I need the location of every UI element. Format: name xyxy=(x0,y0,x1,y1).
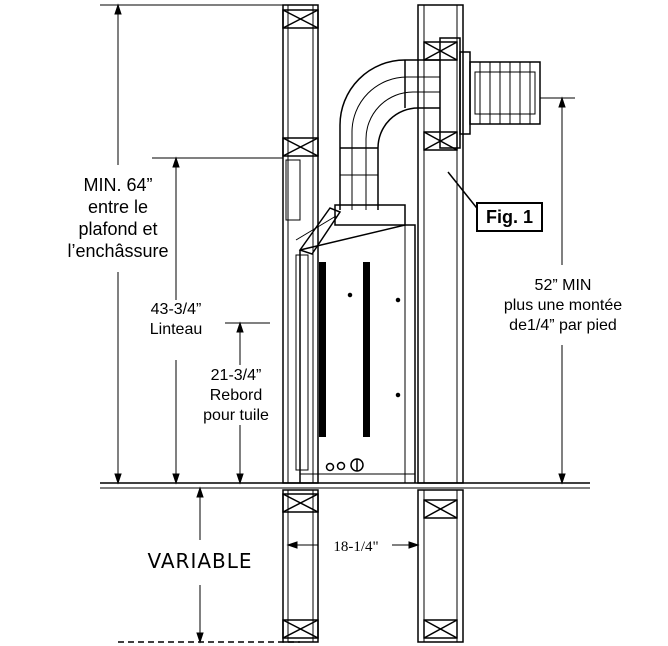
vent-height-line-1: 52” MIN xyxy=(534,277,592,294)
min-clearance-line-2: entre le xyxy=(87,197,149,217)
min-clearance-line-4: l’enchâssure xyxy=(67,241,169,261)
lintel-line-2: Linteau xyxy=(149,321,203,338)
fireplace-unit xyxy=(285,159,416,483)
min-clearance-line-1: MIN. 64” xyxy=(83,175,153,195)
tile-ledge-line-1: 21-3/4” xyxy=(210,367,262,384)
tile-ledge-line-3: pour tuile xyxy=(203,407,269,424)
fig-leader xyxy=(447,171,481,213)
variable-label: VARIABLE xyxy=(147,549,253,573)
floor-line xyxy=(100,482,590,643)
tile-ledge-line-2: Rebord xyxy=(209,387,263,404)
min-clearance-label: MIN. 64” entre le plafond et l’enchâssur… xyxy=(48,174,188,262)
dim-width xyxy=(286,541,420,549)
vent-pipe xyxy=(339,59,440,210)
vent-height-label: 52” MIN plus une montée de1/4” par pied xyxy=(488,276,638,336)
vent-height-line-2: plus une montée xyxy=(503,297,623,314)
dim-min-64 xyxy=(100,3,283,485)
left-stud-lower xyxy=(282,489,319,643)
lintel-label: 43-3/4” Linteau xyxy=(126,300,226,340)
dim-variable xyxy=(196,486,204,644)
tile-ledge-label: 21-3/4” Rebord pour tuile xyxy=(186,366,286,426)
dim-lintel xyxy=(152,156,283,485)
vent-termination xyxy=(439,37,541,149)
figure-label: Fig. 1 xyxy=(476,202,544,232)
dim-vent-height xyxy=(540,96,575,485)
lintel-line-1: 43-3/4” xyxy=(150,301,202,318)
dim-tile-ledge xyxy=(225,321,270,485)
right-stud-lower xyxy=(417,489,464,643)
min-clearance-line-3: plafond et xyxy=(78,219,158,239)
width-label: 18-1/4" xyxy=(333,539,379,555)
vent-height-line-3: de1/4” par pied xyxy=(509,317,617,334)
